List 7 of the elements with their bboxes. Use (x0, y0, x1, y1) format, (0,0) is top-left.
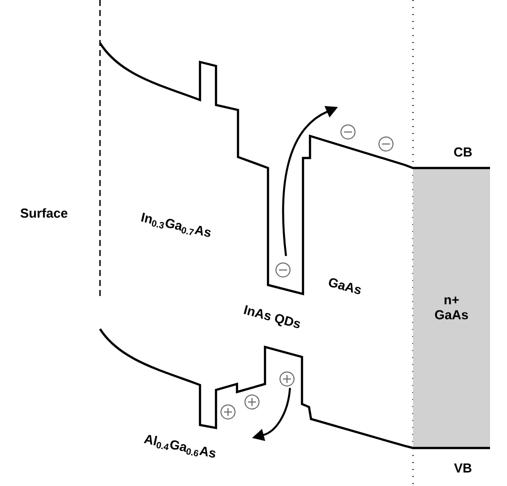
layer-label: In$_{0.3}$Ga$_{0.7}$As (141, 212, 211, 237)
doped-region-box: n+ GaAs (413, 168, 490, 448)
layer-label: Al$_{0.4}$Ga$_{0.6}$As (144, 434, 216, 458)
layer-label: VB (454, 464, 472, 472)
layer-label: GaAs (328, 278, 361, 294)
layer-label: Surface (20, 208, 68, 218)
layer-label: InAs QDs (244, 305, 300, 328)
